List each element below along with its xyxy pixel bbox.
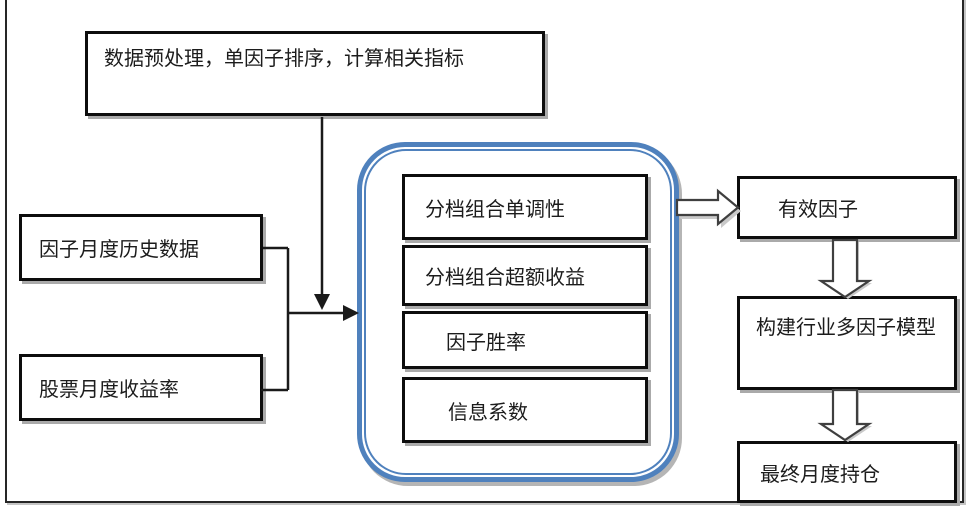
node-industry-model: 构建行业多因子模型: [737, 296, 957, 390]
figure-border: [5, 0, 964, 503]
node-info-coefficient-label: 信息系数: [448, 399, 528, 424]
node-preprocess-label: 数据预处理，单因子排序，计算相关指标: [104, 46, 464, 70]
node-stock-return-label: 股票月度收益率: [39, 377, 179, 401]
node-factor-history: 因子月度历史数据: [19, 214, 263, 281]
node-excess-return: 分档组合超额收益: [402, 245, 648, 306]
node-industry-model-label: 构建行业多因子模型: [756, 315, 936, 339]
node-info-coefficient: 信息系数: [402, 377, 648, 443]
node-preprocess: 数据预处理，单因子排序，计算相关指标: [85, 31, 545, 116]
node-effective-factor: 有效因子: [737, 176, 957, 239]
node-excess-return-label: 分档组合超额收益: [425, 265, 585, 289]
node-monotonicity: 分档组合单调性: [402, 174, 648, 240]
node-win-rate: 因子胜率: [402, 311, 648, 369]
node-factor-history-label: 因子月度历史数据: [39, 237, 199, 261]
node-effective-factor-label: 有效因子: [778, 197, 858, 221]
evaluation-group-inner-ring: [364, 149, 672, 475]
node-win-rate-label: 因子胜率: [446, 329, 526, 354]
node-monotonicity-label: 分档组合单调性: [425, 196, 565, 221]
node-final-position-label: 最终月度持仓: [760, 461, 880, 486]
node-final-position: 最终月度持仓: [737, 441, 957, 503]
node-stock-return: 股票月度收益率: [19, 354, 263, 421]
